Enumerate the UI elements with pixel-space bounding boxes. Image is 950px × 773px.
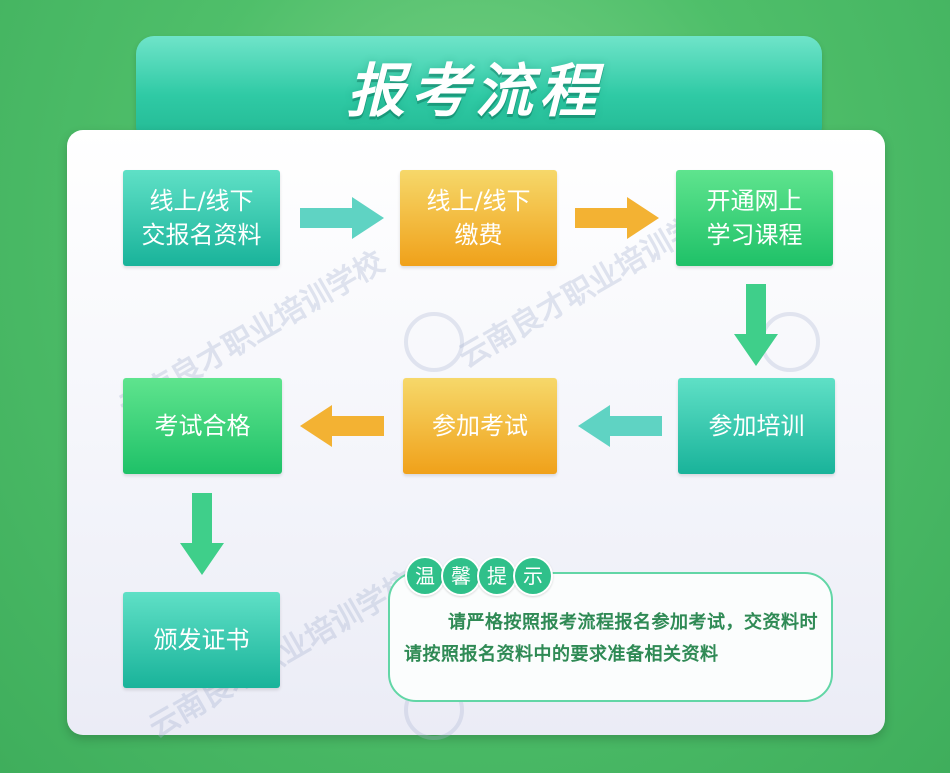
arrow-left-icon [578, 405, 662, 447]
step-line: 缴费 [454, 221, 503, 249]
step-label: 颁发证书 [153, 626, 250, 654]
arrow-down-icon [734, 284, 778, 366]
step-line: 线上/线下 [149, 187, 254, 215]
tips-heading-char: 示 [513, 556, 553, 596]
step-line: 线上/线下 [426, 187, 531, 215]
tips-heading: 温 馨 提 示 [405, 556, 553, 596]
step-pass-exam: 考试合格 [123, 378, 282, 474]
step-label: 参加考试 [432, 412, 528, 440]
step-issue-certificate: 颁发证书 [123, 592, 280, 688]
tips-heading-char: 提 [477, 556, 517, 596]
step-line: 学习课程 [706, 221, 803, 249]
step-attend-training: 参加培训 [678, 378, 835, 474]
arrow-down-icon [180, 493, 224, 575]
step-line: 交报名资料 [141, 221, 262, 249]
page-title: 报考流程 [346, 57, 603, 125]
step-open-course: 开通网上 学习课程 [676, 170, 833, 266]
step-label: 参加培训 [708, 412, 805, 440]
step-label: 考试合格 [154, 412, 251, 440]
tips-heading-char: 馨 [441, 556, 481, 596]
tips-heading-char: 温 [405, 556, 445, 596]
step-take-exam: 参加考试 [403, 378, 557, 474]
arrow-right-icon [575, 197, 659, 239]
arrow-left-icon [300, 405, 384, 447]
step-pay-fee: 线上/线下 缴费 [400, 170, 557, 266]
step-submit-materials: 线上/线下 交报名资料 [123, 170, 280, 266]
tips-text: 请严格按照报考流程报名参加考试，交资料时请按照报名资料中的要求准备相关资料 [404, 612, 818, 665]
step-line: 开通网上 [706, 187, 803, 215]
title-banner [136, 36, 822, 144]
arrow-right-icon [300, 197, 384, 239]
